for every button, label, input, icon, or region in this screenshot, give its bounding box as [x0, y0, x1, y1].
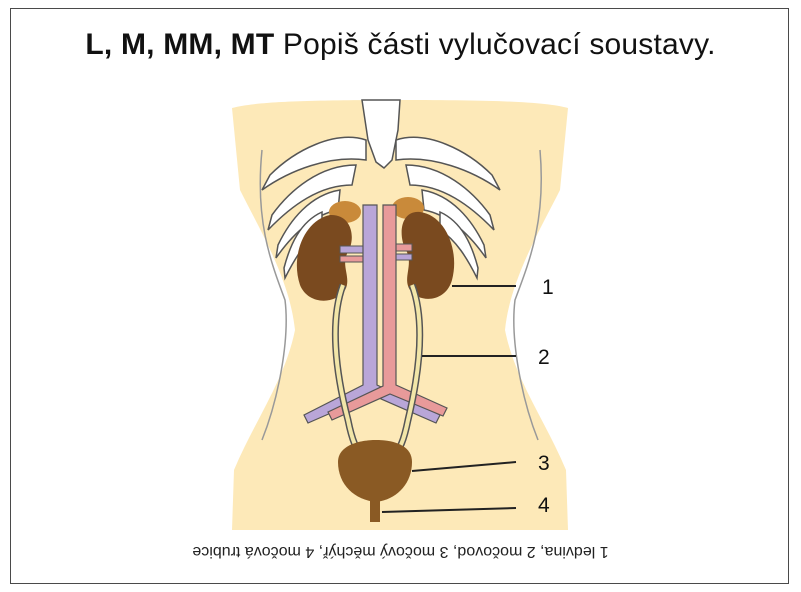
label-2: 2 [538, 346, 550, 370]
label-3: 3 [538, 452, 550, 476]
upside-down-caption: 1 ledvina, 2 močovod, 3 močový měchýř, 4… [0, 542, 801, 560]
label-4: 4 [538, 494, 550, 518]
urethra [370, 500, 380, 522]
label-1: 1 [542, 276, 554, 300]
